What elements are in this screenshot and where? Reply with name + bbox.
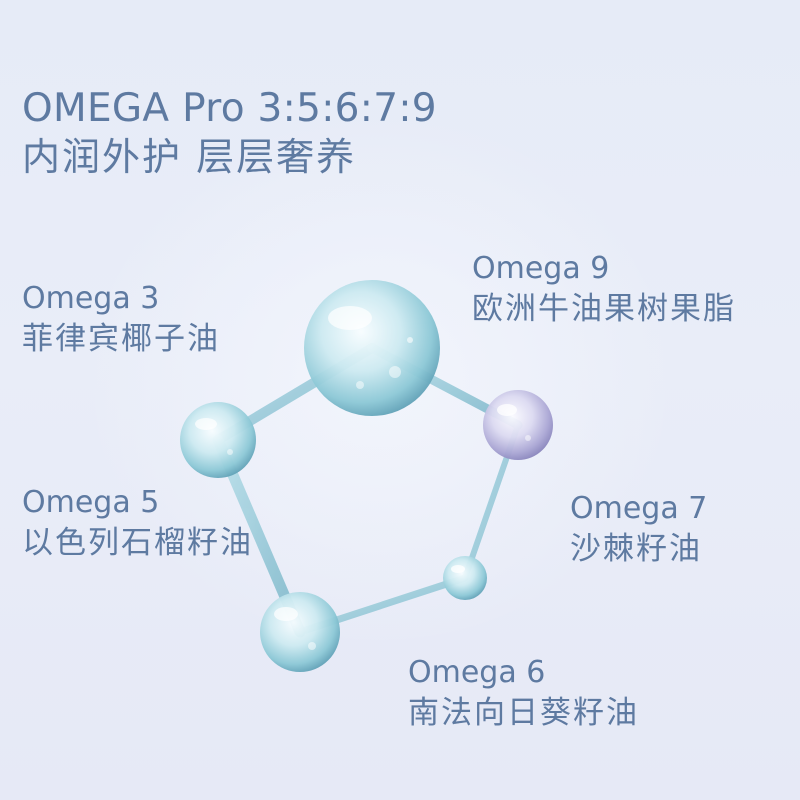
headline-subtitle: 内润外护 层层奢养 — [22, 135, 357, 179]
omega7-name: Omega 7 — [570, 491, 708, 526]
droplet-bottom — [260, 592, 340, 672]
omega6-name: Omega 6 — [408, 655, 546, 690]
omega3-oil: 菲律宾椰子油 — [22, 321, 220, 357]
omega6-oil: 南法向日葵籽油 — [408, 695, 639, 731]
label-omega3: Omega 3 菲律宾椰子油 — [22, 280, 220, 360]
omega7-oil: 沙棘籽油 — [570, 531, 702, 567]
droplet-top — [304, 280, 440, 416]
omega5-oil: 以色列石榴籽油 — [22, 525, 253, 561]
headline-title: OMEGA Pro 3:5:6:7:9 — [22, 86, 437, 131]
label-omega9: Omega 9 欧洲牛油果树果脂 — [472, 250, 736, 330]
omega5-name: Omega 5 — [22, 485, 160, 520]
label-omega7: Omega 7 沙棘籽油 — [570, 490, 707, 570]
omega9-name: Omega 9 — [472, 251, 610, 286]
omega3-name: Omega 3 — [22, 281, 160, 316]
headline: OMEGA Pro 3:5:6:7:9 内润外护 层层奢养 — [22, 86, 437, 182]
label-omega6: Omega 6 南法向日葵籽油 — [408, 654, 639, 734]
droplet-left — [180, 402, 256, 478]
omega9-oil: 欧洲牛油果树果脂 — [472, 291, 736, 327]
droplet-right — [483, 390, 553, 460]
label-omega5: Omega 5 以色列石榴籽油 — [22, 484, 253, 564]
droplet-small — [443, 556, 487, 600]
